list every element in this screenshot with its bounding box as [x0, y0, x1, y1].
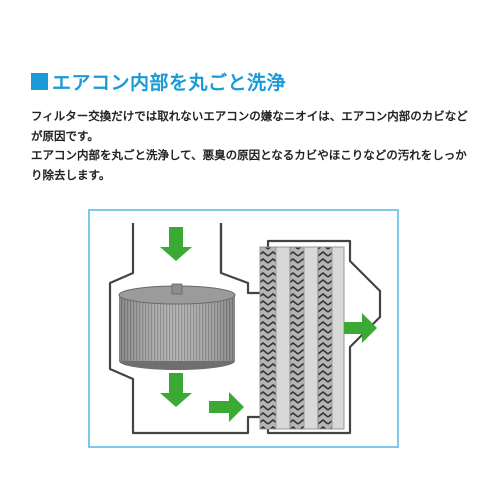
heading-bullet-icon	[31, 72, 48, 90]
down-arrow-icon	[160, 227, 192, 261]
right-arrow-icon	[209, 392, 244, 422]
right-arrow-icon	[344, 313, 377, 343]
description: フィルター交換だけでは取れないエアコンの嫌なニオイは、エアコン内部のカビなどが原…	[31, 107, 476, 185]
section-heading: エアコン内部を丸ごと洗浄	[31, 68, 286, 94]
heat-exchanger	[259, 246, 345, 430]
description-paragraph-2: エアコン内部を丸ごと洗浄して、悪臭の原因となるカビやほこりなどの汚れをしっかり除…	[31, 148, 467, 182]
down-arrow-icon	[160, 373, 192, 407]
heading-title: エアコン内部を丸ごと洗浄	[52, 71, 287, 94]
filter-drum	[118, 283, 236, 370]
airflow-diagram	[88, 209, 399, 448]
description-paragraph-1: フィルター交換だけでは取れないエアコンの嫌なニオイは、エアコン内部のカビなどが原…	[31, 109, 468, 143]
air-duct	[108, 223, 382, 435]
